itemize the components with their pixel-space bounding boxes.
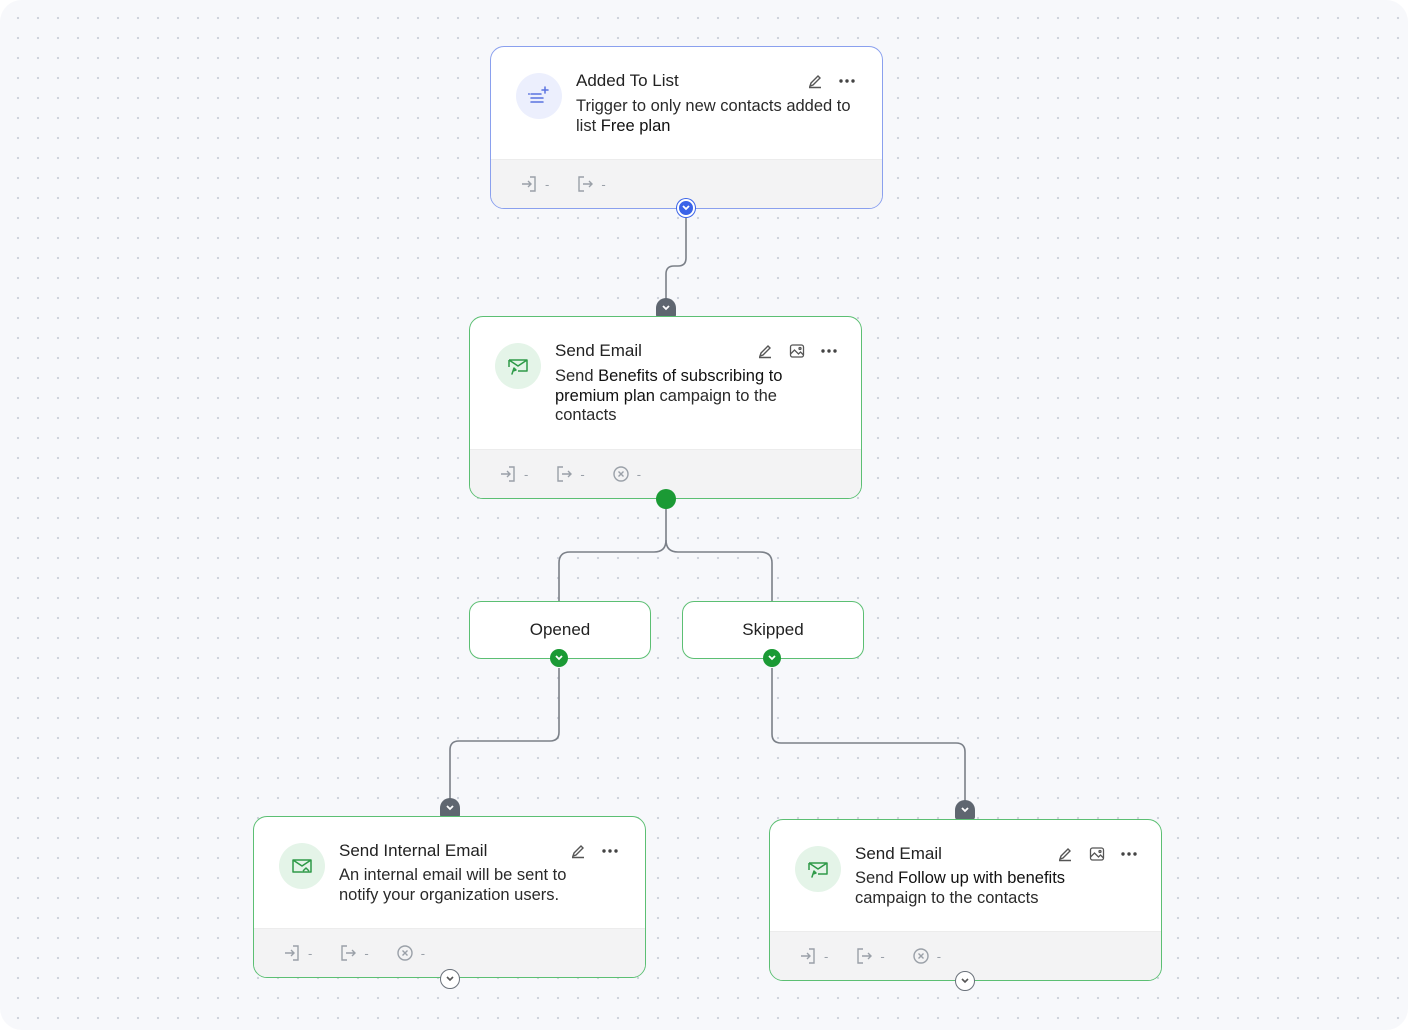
failed-stat: - <box>611 464 641 484</box>
exited-stat: - <box>854 946 885 966</box>
add-step-handle[interactable] <box>440 969 460 989</box>
card-title: Added To List <box>576 71 679 90</box>
preview-icon[interactable] <box>787 341 807 361</box>
trigger-output-handle[interactable] <box>677 199 695 217</box>
entered-stat: - <box>798 946 828 966</box>
list-add-icon <box>516 73 562 119</box>
entered-stat: - <box>498 464 528 484</box>
exit-icon <box>578 176 594 192</box>
branch-label: Opened <box>529 620 591 639</box>
internal-email-input-handle[interactable] <box>440 798 460 818</box>
more-options-icon[interactable] <box>1119 844 1139 864</box>
action-card-send-internal-email[interactable]: Send Internal Email An internal email wi… <box>253 816 646 978</box>
opened-output-handle[interactable] <box>550 649 568 667</box>
preview-icon[interactable] <box>1087 844 1107 864</box>
card-title: Send Email <box>855 844 942 863</box>
entered-stat: - <box>519 174 549 194</box>
branch-label: Skipped <box>742 620 804 639</box>
cancel-circle-icon <box>396 945 413 961</box>
enter-icon <box>801 948 815 964</box>
edit-icon[interactable] <box>1055 844 1075 864</box>
card-footer-stats: - - - <box>254 928 645 977</box>
exited-stat: - <box>338 943 369 963</box>
exited-stat: - <box>575 174 606 194</box>
edit-icon[interactable] <box>805 71 825 91</box>
send-email-output-handle[interactable] <box>656 489 676 509</box>
cancel-circle-icon <box>912 948 929 964</box>
enter-icon <box>501 466 515 482</box>
email-send-icon <box>795 846 841 892</box>
card-description: Trigger to only new contacts added to li… <box>576 97 851 135</box>
send-email-2-input-handle[interactable] <box>955 800 975 820</box>
card-description: An internal email will be sent to notify… <box>339 866 567 904</box>
card-description: Send Benefits of subscribing to premium … <box>555 367 783 424</box>
more-options-icon[interactable] <box>819 341 839 361</box>
more-options-icon[interactable] <box>600 841 620 861</box>
send-email-input-handle[interactable] <box>656 298 676 318</box>
exit-icon <box>341 945 357 961</box>
exit-icon <box>557 466 573 482</box>
internal-email-icon <box>279 843 325 889</box>
trigger-card-added-to-list[interactable]: Added To List Trigger to only new contac… <box>490 46 883 209</box>
failed-stat: - <box>395 943 425 963</box>
entered-stat: - <box>282 943 312 963</box>
exited-stat: - <box>554 464 585 484</box>
email-send-icon <box>495 343 541 389</box>
exit-icon <box>857 948 873 964</box>
card-description: Send Follow up with benefits campaign to… <box>855 869 1066 907</box>
action-card-send-email-followup[interactable]: Send Email Send Follow up with benefits … <box>769 819 1162 981</box>
more-options-icon[interactable] <box>837 71 857 91</box>
add-step-handle[interactable] <box>955 971 975 991</box>
enter-icon <box>522 176 536 192</box>
card-title: Send Internal Email <box>339 841 488 860</box>
edit-icon[interactable] <box>755 341 775 361</box>
edit-icon[interactable] <box>568 841 588 861</box>
failed-stat: - <box>911 946 941 966</box>
action-card-send-email[interactable]: Send Email Send Benefits of subscribing … <box>469 316 862 499</box>
skipped-output-handle[interactable] <box>763 649 781 667</box>
enter-icon <box>285 945 299 961</box>
card-title: Send Email <box>555 341 642 360</box>
cancel-circle-icon <box>612 466 629 482</box>
